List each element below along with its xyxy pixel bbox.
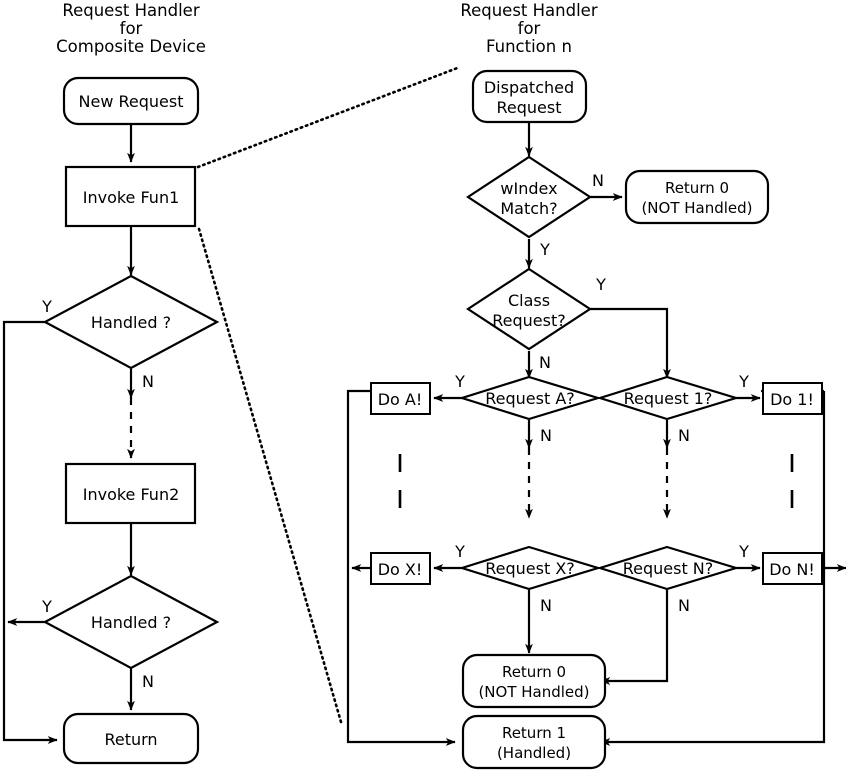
- label-handled2-yes: Y: [41, 597, 52, 616]
- label-class-yes: Y: [595, 275, 606, 294]
- node-do-1[interactable]: Do 1!: [762, 382, 823, 415]
- node-windex-match-line-1: wIndex: [500, 179, 557, 198]
- title-left: Request Handler for Composite Device: [56, 1, 206, 56]
- node-return0-top[interactable]: Return 0 (NOT Handled): [624, 169, 770, 225]
- node-windex-match-line-2: Match?: [500, 199, 557, 218]
- node-class-request-shape: [465, 267, 593, 351]
- title-left-line-1: Request Handler: [62, 1, 199, 20]
- node-do-x[interactable]: Do X!: [370, 552, 431, 585]
- title-left-line-3: Composite Device: [56, 37, 206, 56]
- label-handled2-no: N: [142, 672, 154, 691]
- label-reqx-yes: Y: [454, 542, 465, 561]
- node-return0-top-shape: [624, 169, 770, 225]
- node-return0-bottom[interactable]: Return 0 (NOT Handled): [461, 653, 607, 709]
- edge-class-yes-to-req1: [590, 307, 671, 379]
- node-do-a-label: Do A!: [378, 390, 423, 409]
- node-return1-shape: [461, 714, 607, 770]
- node-handled-2-label: Handled ?: [91, 613, 171, 632]
- node-do-x-shape: [370, 552, 431, 585]
- node-dispatched-request-line-2: Request: [497, 98, 562, 117]
- node-return1[interactable]: Return 1 (Handled): [461, 714, 607, 770]
- label-reqa-no: N: [540, 426, 552, 445]
- node-request-a-label: Request A?: [485, 389, 575, 408]
- node-request-x-label: Request X?: [485, 559, 575, 578]
- node-new-request[interactable]: New Request: [62, 76, 200, 126]
- node-windex-match[interactable]: wIndex Match?: [465, 155, 593, 239]
- edge-reqn-no-to-return0: [600, 590, 669, 685]
- title-left-line-2: for: [120, 19, 143, 38]
- node-request-n-label: Request N?: [623, 559, 714, 578]
- node-return1-line-2: (Handled): [497, 744, 571, 762]
- node-return0-bottom-shape: [461, 653, 607, 709]
- node-return-label: Return: [104, 730, 157, 749]
- node-handled-1-shape: [42, 274, 220, 370]
- node-handled-1-label: Handled ?: [91, 313, 171, 332]
- node-class-request-line-2: Request?: [492, 311, 565, 330]
- node-invoke-fun1[interactable]: Invoke Fun1: [64, 165, 197, 228]
- node-do-x-label: Do X!: [378, 560, 423, 579]
- node-do-n-shape: [762, 552, 823, 585]
- node-do-1-label: Do 1!: [770, 390, 814, 409]
- label-req1-yes: Y: [738, 372, 749, 391]
- node-invoke-fun2-label: Invoke Fun2: [83, 485, 180, 504]
- label-class-no: N: [539, 353, 551, 372]
- label-reqx-no: N: [540, 596, 552, 615]
- node-request-n-shape: [596, 545, 740, 591]
- node-request-n[interactable]: Request N?: [596, 545, 740, 591]
- callout-line-lower: [197, 227, 343, 724]
- node-return[interactable]: Return: [62, 712, 200, 765]
- node-return0-bottom-line-1: Return 0: [502, 663, 566, 681]
- label-reqn-yes: Y: [738, 542, 749, 561]
- node-invoke-fun1-label: Invoke Fun1: [83, 188, 180, 207]
- node-return-shape: [62, 712, 200, 765]
- node-new-request-shape: [62, 76, 200, 126]
- node-class-request-line-1: Class: [508, 291, 550, 310]
- node-do-n[interactable]: Do N!: [762, 552, 823, 585]
- node-return1-line-1: Return 1: [502, 724, 566, 742]
- label-windex-no: N: [592, 171, 604, 190]
- title-right: Request Handler for Function n: [460, 1, 597, 56]
- edge-do1-bus-to-return1: [600, 391, 826, 746]
- node-handled-2-shape: [42, 574, 220, 670]
- node-dispatched-request-line-1: Dispatched: [484, 78, 574, 97]
- node-dispatched-request-shape: [471, 69, 588, 124]
- edge-handled1-yes-to-return: [2, 320, 61, 744]
- label-reqa-yes: Y: [454, 372, 465, 391]
- node-dispatched-request[interactable]: Dispatched Request: [471, 69, 588, 124]
- node-windex-match-shape: [465, 155, 593, 239]
- callout-line-upper: [196, 65, 462, 169]
- node-request-x[interactable]: Request X?: [458, 545, 602, 591]
- node-request-1[interactable]: Request 1?: [596, 375, 740, 421]
- label-handled1-yes: Y: [41, 297, 52, 316]
- label-handled1-no: N: [142, 372, 154, 391]
- label-req1-no: N: [678, 426, 690, 445]
- title-right-line-2: for: [518, 19, 541, 38]
- node-class-request[interactable]: Class Request?: [465, 267, 593, 351]
- label-windex-yes: Y: [539, 240, 550, 259]
- node-do-a-shape: [370, 382, 431, 415]
- edge-doa-bus-to-return1: [346, 389, 456, 746]
- node-request-a-shape: [458, 375, 602, 421]
- label-reqn-no: N: [678, 596, 690, 615]
- node-handled-2[interactable]: Handled ?: [42, 574, 220, 670]
- title-right-line-1: Request Handler: [460, 1, 597, 20]
- node-request-1-shape: [596, 375, 740, 421]
- node-request-1-label: Request 1?: [624, 389, 713, 408]
- node-do-n-label: Do N!: [769, 560, 815, 579]
- node-invoke-fun1-shape: [64, 165, 197, 228]
- node-return0-top-line-1: Return 0: [665, 179, 729, 197]
- node-new-request-label: New Request: [79, 92, 184, 111]
- node-return0-top-line-2: (NOT Handled): [641, 199, 752, 217]
- title-right-line-3: Function n: [486, 37, 572, 56]
- node-request-x-shape: [458, 545, 602, 591]
- node-return0-bottom-line-2: (NOT Handled): [478, 683, 589, 701]
- node-request-a[interactable]: Request A?: [458, 375, 602, 421]
- node-invoke-fun2-shape: [64, 462, 197, 525]
- node-invoke-fun2[interactable]: Invoke Fun2: [64, 462, 197, 525]
- node-do-1-shape: [762, 382, 823, 415]
- node-handled-1[interactable]: Handled ?: [42, 274, 220, 370]
- node-do-a[interactable]: Do A!: [370, 382, 431, 415]
